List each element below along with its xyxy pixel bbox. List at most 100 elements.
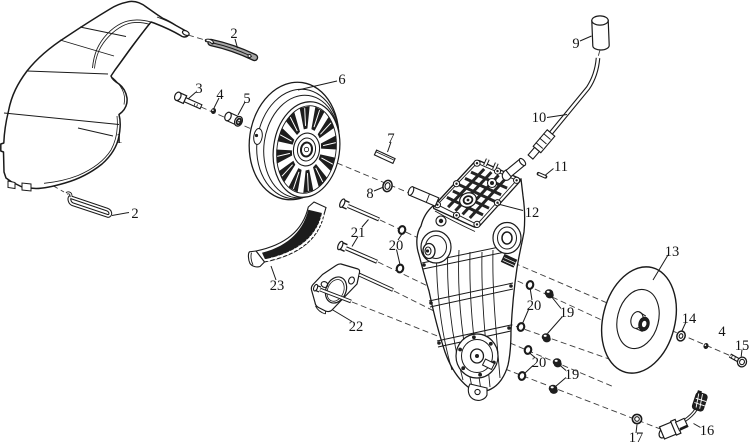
part-pin-7 <box>373 149 396 165</box>
part-bracket-studs-path-4 <box>320 288 351 303</box>
gearbox-band-screws-circle-1 <box>422 263 426 267</box>
part-cvt-cover-path-12 <box>112 77 125 105</box>
callout-14: 14 <box>682 311 697 327</box>
part-bolts-21 <box>337 198 380 264</box>
callout-11: 11 <box>554 159 568 175</box>
part-bracket-22-path-1 <box>310 263 361 313</box>
part-washer-4-left <box>210 108 217 114</box>
gearbox-top-cover-ellipse-5 <box>462 195 474 205</box>
part-cvt-cover-path-15 <box>21 182 32 192</box>
part-speed-sensor-path-7 <box>679 424 688 431</box>
part-bolt-15-ellipse-4 <box>736 356 748 368</box>
part-seal-loop-bottom-path-2 <box>68 196 112 217</box>
callout-leader-lines-path-26 <box>270 265 277 281</box>
gearbox-band-screws-circle-5 <box>437 341 441 345</box>
gearbox-clamp-bands-path-1 <box>421 244 514 348</box>
part-bracket-studs-path-2 <box>359 273 393 291</box>
callout-2-top: 2 <box>230 26 237 42</box>
callout-1: 1 <box>115 131 122 147</box>
group-circle-15 <box>496 201 499 204</box>
callout-leader-lines-path-3 <box>111 212 130 216</box>
part-pulley-circle-5 <box>254 133 259 138</box>
nut-ellipse-12 <box>550 386 554 389</box>
part-bolt-15-path-3 <box>730 354 736 361</box>
callout-leader-lines-path-10 <box>579 35 592 42</box>
part-o-ring-8-ellipse-1 <box>382 179 393 193</box>
nut <box>548 384 558 394</box>
callout-leader-lines-path-24 <box>351 219 369 247</box>
gearbox-shift-shaft-ellipse-3 <box>518 157 527 167</box>
part-bracket-22-ellipse-5 <box>348 276 355 285</box>
part-seal-loop-bottom-path-1 <box>67 195 113 218</box>
callout-leader-lines-path-8 <box>387 141 392 153</box>
part-seal-loop-bottom-path-4 <box>66 192 72 198</box>
group <box>436 162 518 226</box>
part-bracket-22-ellipse-4 <box>326 279 345 302</box>
callout-leader-lines-path-25 <box>331 309 353 322</box>
part-bolts-21-ellipse-10 <box>337 240 344 251</box>
gearbox-rear-output-boss-ellipse-2 <box>497 226 517 250</box>
callout-leader-lines-path-2 <box>234 38 238 49</box>
part-disc-13 <box>601 266 677 374</box>
part-disc-13-ellipse-2 <box>616 288 660 350</box>
callout-leader-lines-path-16 <box>740 349 743 357</box>
part-washer-14 <box>676 330 686 342</box>
callout-6: 6 <box>338 72 345 88</box>
part-pin-11 <box>536 172 548 179</box>
part-o-ring-17-circle-1 <box>631 413 643 425</box>
part-cvt-cover-path-2 <box>92 19 152 69</box>
part-drive-belt-path-2 <box>262 209 322 260</box>
callout-leader-lines-path-7 <box>297 80 338 91</box>
callout-19-upper: 19 <box>560 305 575 321</box>
part-disc-13-ellipse-6 <box>641 320 647 328</box>
callout-leader-lines-path-11 <box>546 114 568 118</box>
callout-leader-lines-path-4 <box>187 91 197 100</box>
part-shift-lever-path-5 <box>527 146 541 160</box>
part-cvt-cover-path-3 <box>94 22 151 69</box>
assembly-axis-lines-path-11 <box>497 319 613 361</box>
gearbox-bottom-cover-circle-4 <box>478 372 482 377</box>
gearbox-rear-output-boss <box>492 221 522 268</box>
callout-7: 7 <box>387 131 394 147</box>
part-washers-20-ellipse-1 <box>397 225 407 235</box>
part-bolts-21-path-7 <box>345 247 378 263</box>
callout-23: 23 <box>270 278 285 294</box>
gearbox-bottom-tab <box>467 383 488 401</box>
callout-8: 8 <box>366 186 373 202</box>
nut-ellipse-11 <box>549 387 558 394</box>
callout-4-right: 4 <box>718 324 726 340</box>
part-seal-strip-top <box>204 38 259 62</box>
part-cvt-cover-path-9 <box>3 112 120 125</box>
gearbox-top-cover-path-10 <box>484 158 498 170</box>
gearbox-shift-shaft <box>501 157 527 181</box>
gearbox-rear-output-boss-path-4 <box>500 253 518 268</box>
gearbox-bottom-cover-path-11 <box>481 358 496 371</box>
part-washers-20-ellipse-2 <box>395 263 405 274</box>
part-bushing-5-circle-5 <box>238 120 240 123</box>
part-washer-14-ellipse-1 <box>676 330 686 342</box>
callout-leader-lines-path-22 <box>524 352 536 374</box>
part-bolt-15-ellipse-5 <box>739 358 745 366</box>
callout-10: 10 <box>532 110 547 126</box>
callout-leader-lines-path-14 <box>652 254 669 281</box>
gearbox-top-cover-circle-8 <box>490 181 494 185</box>
part-gearbox <box>407 157 527 401</box>
callout-20-left: 20 <box>389 238 404 254</box>
gearbox-bottom-cover <box>455 333 499 379</box>
part-pulley <box>248 81 341 201</box>
part-washer-4-left-circle-2 <box>212 109 214 111</box>
part-bushing-5-ellipse-2 <box>224 111 232 122</box>
part-shift-knob-ellipse-2 <box>591 15 609 26</box>
part-cvt-cover-path-10 <box>156 16 184 31</box>
nut-ellipse-3 <box>546 290 550 293</box>
part-shift-lever <box>527 57 601 160</box>
part-pulley-path-10 <box>277 108 336 191</box>
callout-leader-lines-path-12 <box>545 168 554 176</box>
sensor-connector-path-2 <box>694 392 707 409</box>
callout-2-bottom: 2 <box>131 206 138 222</box>
group-circle-10 <box>475 162 479 165</box>
callout-leader-lines-path-15 <box>681 321 687 332</box>
assembly-axis-lines-path-8 <box>351 301 451 342</box>
part-cvt-cover-path-6 <box>79 26 127 37</box>
